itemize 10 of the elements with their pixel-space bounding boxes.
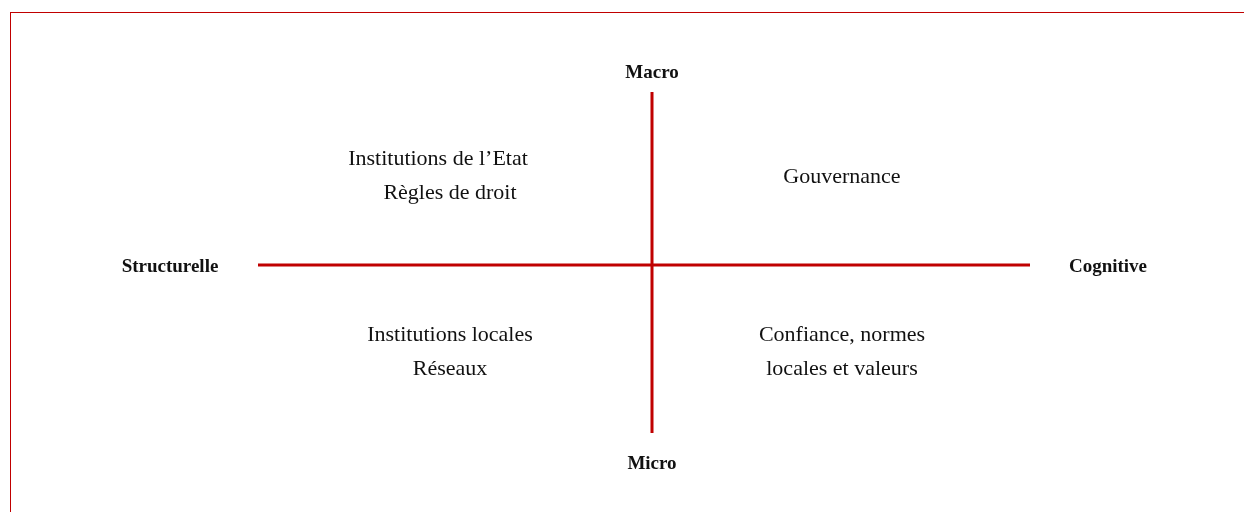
axis-label: Macro: [625, 60, 679, 84]
quadrant-text: Règles de droit: [383, 178, 517, 206]
axis-label: Structurelle: [121, 254, 219, 278]
quadrant-text: Confiance, normes locales et valeurs: [757, 320, 927, 382]
axis-label: Micro: [627, 451, 677, 475]
quadrant-text: Institutions de l’Etat: [348, 144, 528, 172]
quadrant-text: Gouvernance: [783, 162, 901, 190]
quadrant-text: Institutions locales: [367, 320, 533, 348]
quadrant-text: Réseaux: [412, 354, 488, 382]
axis-label: Cognitive: [1068, 254, 1148, 278]
